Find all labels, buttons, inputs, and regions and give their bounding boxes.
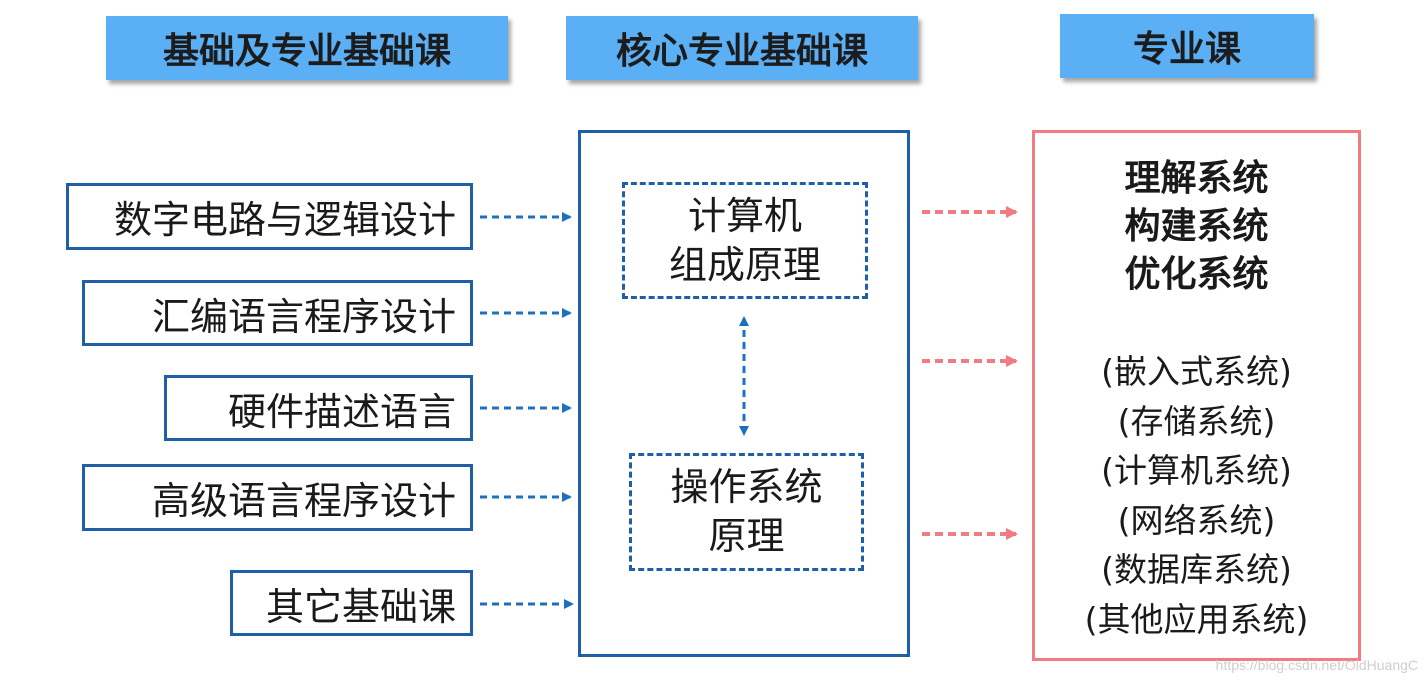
goal-item: 优化系统 xyxy=(1124,254,1269,296)
core-course-line: 组成原理 xyxy=(668,242,821,287)
specialized-list: (嵌入式系统) (存储系统) (计算机系统) (网络系统) (数据库系统) (其… xyxy=(1035,347,1358,644)
specialized-item: (计算机系统) xyxy=(1101,451,1292,490)
goal-item: 构建系统 xyxy=(1124,206,1269,248)
specialized-item: (嵌入式系统) xyxy=(1101,352,1292,391)
specialized-item: (网络系统) xyxy=(1117,500,1276,540)
course-assembly: 汇编语言程序设计 xyxy=(82,280,473,346)
header-core: 核心专业基础课 xyxy=(566,16,918,80)
header-specialized: 专业课 xyxy=(1060,14,1314,78)
specialized-item: (存储系统) xyxy=(1117,401,1276,441)
core-course-computer-organization: 计算机 组成原理 xyxy=(622,182,868,299)
specialized-courses-box: 理解系统 构建系统 优化系统 (嵌入式系统) (存储系统) (计算机系统) (网… xyxy=(1032,130,1361,661)
core-course-line: 计算机 xyxy=(687,193,802,238)
course-other-basics: 其它基础课 xyxy=(230,570,473,636)
goal-item: 理解系统 xyxy=(1124,158,1269,199)
goals-list: 理解系统 构建系统 优化系统 xyxy=(1035,155,1358,300)
watermark: https://blog.csdn.net/OldHuangC xyxy=(1215,657,1418,673)
specialized-item: (其他应用系统) xyxy=(1084,599,1309,639)
core-courses-box xyxy=(578,130,910,657)
core-course-operating-system: 操作系统 原理 xyxy=(629,453,864,571)
core-course-line: 原理 xyxy=(708,514,785,558)
course-high-level: 高级语言程序设计 xyxy=(82,464,473,531)
core-course-line: 操作系统 xyxy=(670,465,823,510)
course-hdl: 硬件描述语言 xyxy=(164,375,473,441)
header-foundation: 基础及专业基础课 xyxy=(106,16,508,80)
course-digital-logic: 数字电路与逻辑设计 xyxy=(66,183,473,250)
specialized-item: (数据库系统) xyxy=(1101,550,1292,589)
